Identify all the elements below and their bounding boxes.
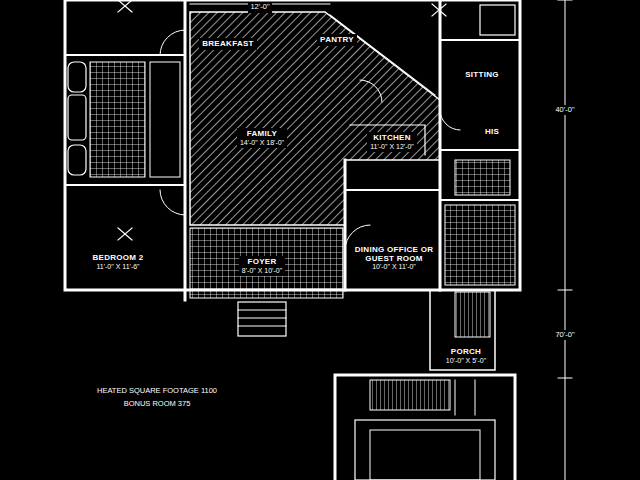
room-name: KITCHEN bbox=[370, 133, 414, 142]
room-name: DINING OFFICE OR GUEST ROOM bbox=[353, 245, 435, 263]
room-label: HIS bbox=[482, 126, 502, 137]
room-dimensions: 8'-0" X 10'-0" bbox=[242, 267, 282, 275]
room-name: BREAKFAST bbox=[202, 39, 254, 48]
room-label: BREAKFAST bbox=[199, 38, 257, 49]
room-label: FOYER8'-0" X 10'-0" bbox=[239, 256, 285, 275]
room-label: PORCH10'-0" X 5'-0" bbox=[443, 346, 489, 365]
dimension-label: 70'-0" bbox=[553, 330, 576, 341]
dimension-label: 12'-0" bbox=[248, 2, 271, 13]
room-dimensions: 11'-0" X 12'-0" bbox=[370, 143, 414, 151]
room-name: HIS bbox=[485, 127, 499, 136]
room-label: FAMILY14'-0" X 18'-0" bbox=[237, 128, 287, 147]
room-name: FOYER bbox=[242, 257, 282, 266]
room-label: DINING OFFICE OR GUEST ROOM10'-0" X 11'-… bbox=[350, 244, 438, 272]
room-label: KITCHEN11'-0" X 12'-0" bbox=[367, 132, 417, 151]
room-name: PORCH bbox=[446, 347, 486, 356]
room-name: PANTRY bbox=[320, 35, 354, 44]
room-dimensions: 10'-0" X 11'-0" bbox=[353, 263, 435, 271]
room-name: SITTING bbox=[465, 70, 499, 79]
room-name: BEDROOM 2 bbox=[92, 253, 143, 262]
room-dimensions: 11'-0" X 11'-6" bbox=[92, 263, 143, 271]
room-dimensions: 14'-0" X 18'-0" bbox=[240, 139, 284, 147]
room-label: BEDROOM 211'-0" X 11'-6" bbox=[89, 252, 146, 271]
area-note: BONUS ROOM 375 bbox=[122, 399, 193, 410]
room-label: PANTRY bbox=[317, 34, 357, 45]
room-label: SITTING bbox=[462, 69, 502, 80]
room-name: FAMILY bbox=[240, 129, 284, 138]
dimension-label: 40'-0" bbox=[553, 105, 576, 116]
room-dimensions: 10'-0" X 5'-0" bbox=[446, 357, 486, 365]
area-note: HEATED SQUARE FOOTAGE 1100 bbox=[95, 386, 219, 397]
